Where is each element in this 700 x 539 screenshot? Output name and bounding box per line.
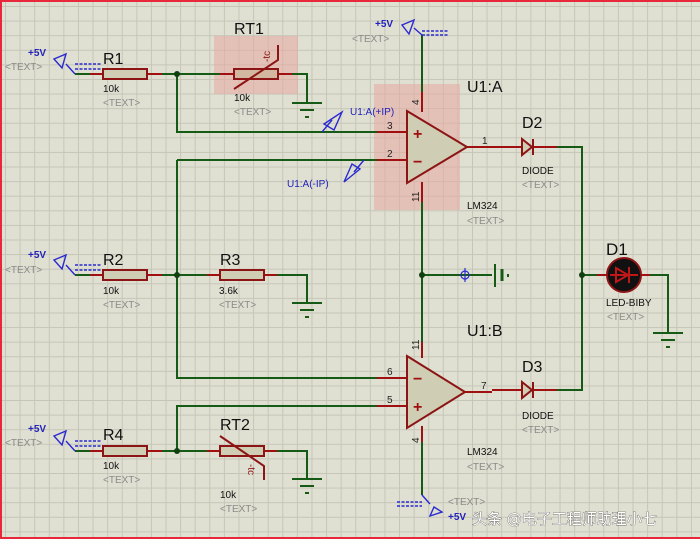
component-ref: U1:A	[467, 79, 503, 96]
component-value: DIODE	[522, 411, 554, 422]
resistor-r4[interactable]: R4 10k <TEXT>	[90, 427, 162, 486]
pin-number: 2	[387, 149, 393, 160]
component-ref: D1	[606, 240, 628, 259]
pin-number: 4	[411, 99, 422, 105]
probe-marker	[460, 268, 470, 282]
pin-number: 5	[387, 395, 393, 406]
placeholder-text: <TEXT>	[220, 504, 257, 515]
plus-symbol: +	[413, 399, 422, 416]
component-ref: D3	[522, 359, 543, 376]
resistor-r2[interactable]: R2 10k <TEXT>	[90, 252, 162, 311]
wires	[75, 35, 669, 495]
placeholder-text: <TEXT>	[467, 462, 504, 473]
component-value: 3.6k	[219, 286, 239, 297]
ground-icon	[292, 478, 322, 494]
component-value: 10k	[103, 461, 120, 472]
battery-cell[interactable]	[494, 264, 509, 287]
placeholder-text: <TEXT>	[522, 180, 559, 191]
probe-label: U1:A(+IP)	[350, 107, 394, 118]
diode-d3[interactable]: D3 DIODE <TEXT>	[492, 359, 559, 436]
pin-number: 3	[387, 121, 393, 132]
rt1-selection-box	[214, 36, 298, 94]
placeholder-text: <TEXT>	[448, 497, 485, 508]
pin-number: 4	[411, 437, 422, 443]
component-ref: R3	[220, 252, 241, 269]
power-terminal-r2[interactable]: +5V <TEXT>	[5, 250, 102, 276]
component-ref: RT1	[234, 21, 264, 38]
opamp-u1a[interactable]: + − 3 2 1 4 11 U1:A LM324 <TEXT>	[377, 79, 504, 227]
power-label: +5V	[28, 424, 46, 435]
ground-symbols	[292, 102, 683, 494]
power-terminal-r4[interactable]: +5V <TEXT>	[5, 424, 102, 452]
ground-icon	[292, 102, 322, 118]
placeholder-text: <TEXT>	[467, 216, 504, 227]
plus-symbol: +	[413, 126, 422, 143]
component-value: LM324	[467, 447, 498, 458]
junctions	[174, 71, 585, 454]
placeholder-text: <TEXT>	[234, 107, 271, 118]
component-ref: R1	[103, 51, 124, 68]
component-value: DIODE	[522, 166, 554, 177]
thermistor-rt1[interactable]: -tc RT1 10k <TEXT>	[220, 21, 292, 118]
placeholder-text: <TEXT>	[522, 425, 559, 436]
component-ref: R2	[103, 252, 124, 269]
power-terminal-u1-top[interactable]: +5V <TEXT>	[352, 18, 449, 45]
power-terminal-r1[interactable]: +5V <TEXT>	[5, 48, 102, 75]
pin-number: 6	[387, 367, 393, 378]
thermistor-rt2[interactable]: -tc RT2 10k <TEXT>	[207, 417, 277, 515]
component-value: LED-BIBY	[606, 298, 652, 309]
placeholder-text: <TEXT>	[103, 475, 140, 486]
resistor-r3[interactable]: R3 3.6k <TEXT>	[207, 252, 277, 311]
probe-label: U1:A(-IP)	[287, 179, 329, 190]
voltage-probe-minus-ip[interactable]: U1:A(-IP)	[287, 159, 365, 190]
junction-dot	[174, 448, 180, 454]
tc-label: -tc	[245, 464, 256, 475]
junction-dot	[579, 272, 585, 278]
component-value: 10k	[234, 93, 251, 104]
tc-label: -tc	[262, 51, 273, 62]
placeholder-text: <TEXT>	[219, 300, 256, 311]
component-value: 10k	[103, 84, 120, 95]
component-value: 10k	[103, 286, 120, 297]
component-value: 10k	[220, 490, 237, 501]
power-label: +5V	[28, 250, 46, 261]
resistor-r1[interactable]: R1 10k <TEXT>	[90, 51, 162, 109]
component-value: LM324	[467, 201, 498, 212]
pin-number: 11	[411, 339, 422, 350]
placeholder-text: <TEXT>	[352, 34, 389, 45]
junction-dot	[174, 272, 180, 278]
placeholder-text: <TEXT>	[5, 438, 42, 449]
placeholder-text: <TEXT>	[103, 300, 140, 311]
minus-symbol: −	[413, 154, 422, 171]
placeholder-text: <TEXT>	[103, 98, 140, 109]
pin-number: 1	[482, 136, 488, 147]
pin-number: 7	[481, 381, 487, 392]
power-label: +5V	[375, 19, 393, 30]
watermark: 头条 @电子工程师助理小七	[472, 510, 657, 528]
diode-d2[interactable]: D2 DIODE <TEXT>	[492, 115, 559, 191]
placeholder-text: <TEXT>	[5, 265, 42, 276]
ground-icon	[292, 302, 322, 318]
power-terminal-u1-bottom[interactable]: +5V <TEXT>	[397, 494, 485, 523]
pin-number: 11	[411, 191, 422, 202]
power-label: +5V	[448, 512, 466, 523]
opamp-u1b[interactable]: − + 6 5 7 11 4 U1:B LM324 <TEXT>	[377, 323, 504, 473]
led-d1[interactable]: D1 LED-BIBY <TEXT>	[597, 240, 652, 323]
junction-dot	[174, 71, 180, 77]
component-ref: R4	[103, 427, 124, 444]
junction-dot	[419, 272, 425, 278]
component-ref: RT2	[220, 417, 250, 434]
placeholder-text: <TEXT>	[5, 62, 42, 73]
minus-symbol: −	[413, 371, 422, 388]
power-label: +5V	[28, 48, 46, 59]
component-ref: U1:B	[467, 323, 503, 340]
voltage-probe-plus-ip[interactable]: U1:A(+IP)	[321, 107, 394, 133]
ground-icon	[653, 332, 683, 348]
component-ref: D2	[522, 115, 543, 132]
placeholder-text: <TEXT>	[607, 312, 644, 323]
